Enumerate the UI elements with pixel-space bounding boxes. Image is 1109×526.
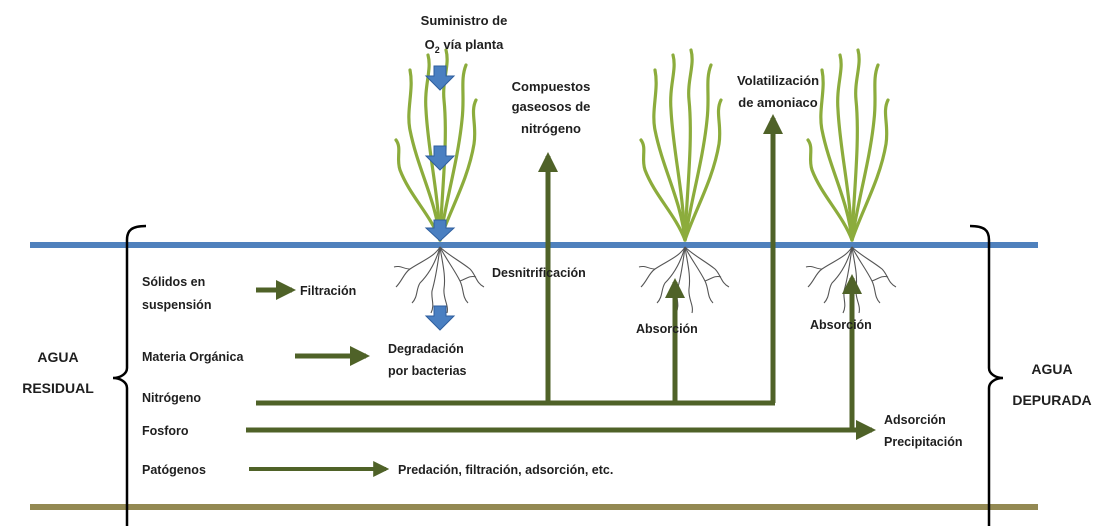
plant-icon (808, 50, 888, 240)
nitrogen-gases-label-line3: nitrógeno (521, 121, 581, 136)
bacterial-degradation-label-line2: por bacterias (388, 364, 467, 378)
pathogens-label: Patógenos (142, 463, 206, 477)
effluent-label: AGUA (1031, 361, 1072, 377)
adsorption-label: Adsorción (884, 413, 946, 427)
influent-label-line2: RESIDUAL (22, 380, 94, 396)
nitrogen-gases-label: Compuestos (512, 79, 591, 94)
nitrogen-label: Nitrógeno (142, 391, 201, 405)
roots-icon (394, 247, 484, 313)
denitrification-label: Desnitrificación (492, 266, 586, 280)
phosphorus-label: Fosforo (142, 424, 189, 438)
predation-label: Predación, filtración, adsorción, etc. (398, 463, 613, 477)
roots-icon (639, 247, 729, 313)
organic-matter-label: Materia Orgánica (142, 350, 244, 364)
filtration-label: Filtración (300, 284, 356, 298)
plant-icon (641, 50, 721, 240)
suspended-solids-label: Sólidos en (142, 275, 205, 289)
suspended-solids-label-line2: suspensión (142, 298, 211, 312)
left-bracket (113, 226, 146, 526)
ammonia-volatilization-label-line2: de amoniaco (738, 95, 818, 110)
oxygen-supply-label: Suministro de (421, 13, 508, 28)
ammonia-volatilization-label: Volatilización (737, 73, 819, 88)
effluent-label-line2: DEPURADA (1012, 392, 1091, 408)
oxygen-supply-label-line2: O2 vía planta (425, 37, 504, 55)
adsorption-label-line2: Precipitación (884, 435, 963, 449)
influent-label: AGUA (37, 349, 78, 365)
nitrogen-gases-label-line2: gaseosos de (512, 99, 591, 114)
bacterial-degradation-label: Degradación (388, 342, 464, 356)
absorption-label-2: Absorción (810, 318, 872, 332)
absorption-label-1: Absorción (636, 322, 698, 336)
right-bracket (970, 226, 1003, 526)
